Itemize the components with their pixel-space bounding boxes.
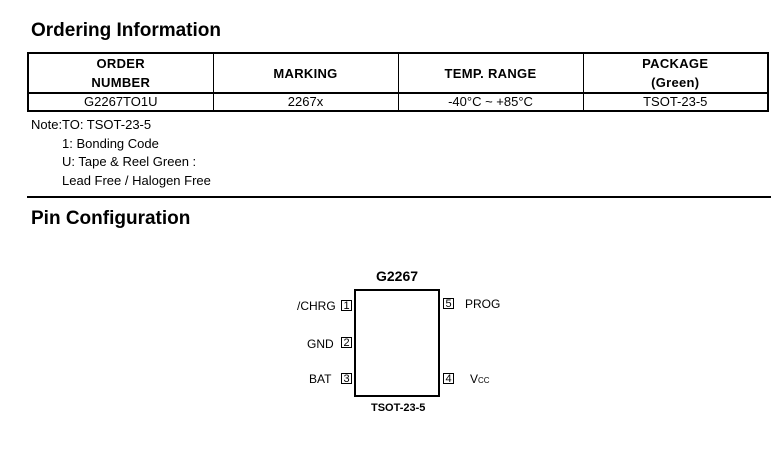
header-order-number: ORDER NUMBER: [27, 52, 214, 94]
pin-5-name: PROG: [465, 297, 501, 311]
pin-configuration-title: Pin Configuration: [31, 208, 191, 229]
pin-4-name-subscript: CC: [478, 376, 490, 385]
section-divider: [27, 196, 771, 198]
note-line: Lead Free / Halogen Free: [62, 172, 211, 188]
pin-1-number: 1: [341, 300, 352, 312]
header-package-line1: PACKAGE: [642, 56, 709, 71]
cell-temp-range: -40°C ~ +85°C: [397, 92, 584, 112]
pin-4-number: 4: [443, 373, 454, 385]
header-order-line2: NUMBER: [91, 75, 151, 90]
pin-2-name: GND: [307, 337, 334, 351]
package-label: TSOT-23-5: [371, 402, 426, 414]
header-package-line2: (Green): [651, 75, 700, 90]
table-header-row: ORDER NUMBER MARKING TEMP. RANGE PACKAGE…: [27, 52, 769, 94]
ordering-table: ORDER NUMBER MARKING TEMP. RANGE PACKAGE…: [27, 52, 769, 112]
ordering-information-title: Ordering Information: [31, 20, 221, 41]
cell-order-number: G2267TO1U: [27, 92, 214, 112]
note-line: TO: TSOT-23-5: [62, 117, 152, 132]
ic-package-body: [354, 289, 440, 397]
ic-name: G2267: [376, 268, 419, 284]
pin-5-number: 5: [443, 298, 454, 310]
note-line: 1: Bonding Code: [62, 135, 159, 151]
cell-package: TSOT-23-5: [582, 92, 769, 112]
note-lines: TO: TSOT-23-5 1: Bonding Code U: Tape & …: [62, 116, 211, 190]
header-package: PACKAGE (Green): [582, 52, 769, 94]
header-marking: MARKING: [212, 52, 399, 94]
header-temp-range: TEMP. RANGE: [397, 52, 584, 94]
note-label: Note:: [31, 117, 63, 132]
cell-marking: 2267x: [212, 92, 399, 112]
pin-2-number: 2: [341, 337, 352, 349]
pin-4-name: VCC: [470, 372, 490, 386]
header-order-line1: ORDER: [96, 56, 145, 71]
pin-3-name: BAT: [309, 372, 332, 386]
pin-4-name-main: V: [470, 372, 479, 386]
note-line: U: Tape & Reel Green :: [62, 154, 197, 169]
table-row: G2267TO1U 2267x -40°C ~ +85°C TSOT-23-5: [27, 92, 769, 112]
pin-3-number: 3: [341, 373, 352, 385]
pin-1-name: /CHRG: [297, 299, 336, 313]
